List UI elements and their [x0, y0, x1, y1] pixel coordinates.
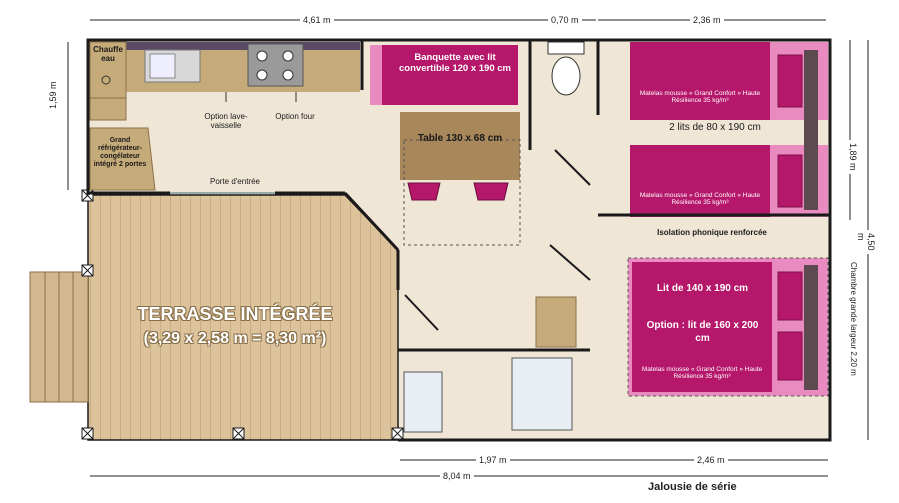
label-isolation: Isolation phonique renforcée — [657, 228, 767, 237]
label-terrasse-dims: (3,29 x 2,58 m = 8,30 m²) — [143, 330, 327, 347]
label-option-four: Option four — [275, 112, 315, 121]
kitchen-counter — [90, 42, 360, 92]
label-option-lave-vaisselle: Option lave-vaisselle — [204, 112, 248, 131]
label-banquette: Banquette avec lit convertible 120 x 190… — [399, 52, 511, 75]
dim-top-mid: 0,70 m — [548, 15, 582, 25]
chair-left — [407, 182, 441, 201]
table — [400, 112, 520, 180]
headboard-double — [804, 265, 818, 390]
terrace-posts — [81, 189, 404, 440]
water-heater — [89, 41, 127, 99]
label-porte-entree: Porte d'entrée — [209, 177, 260, 186]
cooktop — [247, 43, 304, 87]
fridge — [89, 127, 156, 191]
label-option-lit: Option : lit de 160 x 200 cm — [646, 320, 759, 344]
label-lit-double: Lit de 140 x 190 cm — [656, 283, 749, 294]
label-terrasse-title: TERRASSE INTÉGRÉE — [137, 304, 333, 324]
label-deux-lits: 2 lits de 80 x 190 cm — [669, 122, 761, 133]
toilet — [551, 56, 581, 96]
dim-bottom-right: 2,46 m — [694, 455, 728, 465]
dim-top-right: 2,36 m — [690, 15, 724, 25]
outer-walls — [86, 38, 832, 442]
banquette — [370, 45, 518, 105]
dim-right-upper: 1,89 m — [848, 140, 858, 174]
dim-right-total: 4,50 m — [856, 230, 876, 254]
chair-right — [473, 182, 509, 201]
label-chauffe-eau: Chauffe eau — [93, 45, 123, 64]
label-table: Table 130 x 68 cm — [417, 133, 503, 144]
washbasin — [403, 371, 443, 433]
label-matelas-3: Matelas mousse « Grand Confort » Haute R… — [641, 366, 763, 381]
dim-bottom-total: 8,04 m — [440, 471, 474, 481]
toilet-tank — [547, 41, 585, 55]
headboard-twin — [804, 50, 818, 210]
shower — [511, 357, 573, 431]
label-matelas-2: Matelas mousse « Grand Confort » Haute R… — [639, 192, 761, 207]
dim-top-left: 4,61 m — [300, 15, 334, 25]
dim-right-note: Chambre grande largeur 2,20 m — [849, 262, 858, 376]
label-refrigerateur: Grand réfrigérateur-congélateur intégré … — [93, 137, 147, 169]
dim-left: 1,59 m — [48, 78, 58, 112]
label-matelas-1: Matelas mousse « Grand Confort » Haute R… — [639, 90, 761, 105]
dim-bottom-mid: 1,97 m — [476, 455, 510, 465]
label-jalousie: Jalousie de série — [648, 481, 737, 493]
